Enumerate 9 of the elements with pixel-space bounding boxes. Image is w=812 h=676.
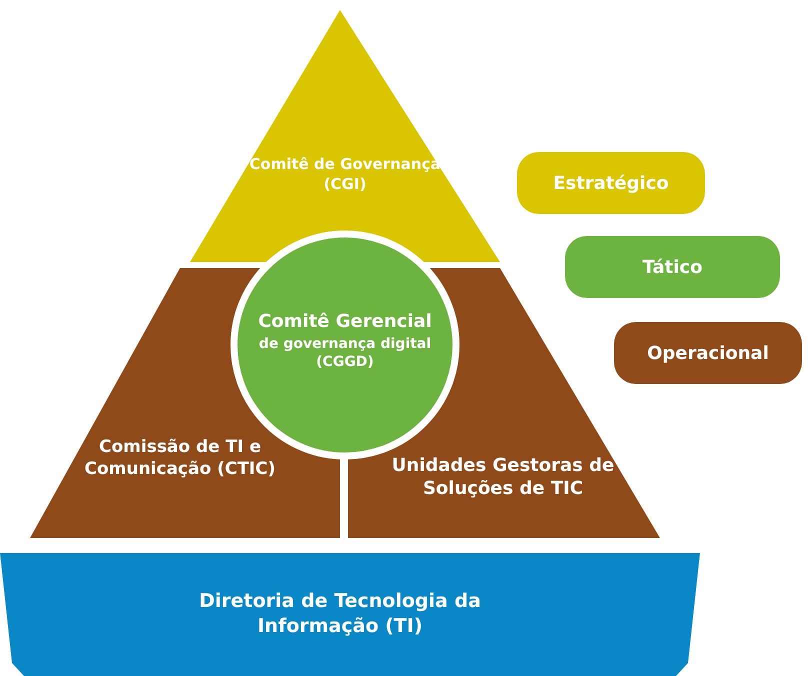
segment-label: Comissão de TI e Comunicação (CTIC) <box>83 436 276 480</box>
legend-label: Operacional <box>647 342 769 364</box>
segment-label: Comitê de Governança (CGI) <box>248 155 442 194</box>
segment-label: Comitê Gerencial <box>257 310 433 334</box>
segment-label: Unidades Gestoras de Soluções de TIC <box>390 454 616 501</box>
legend-label: Estratégico <box>553 172 669 194</box>
segment-label: Diretoria de Tecnologia da Informação (TI) <box>198 589 482 638</box>
legend-label: Tático <box>642 256 702 278</box>
segment-subtitle: de governança digital (CGGD) <box>258 335 432 372</box>
